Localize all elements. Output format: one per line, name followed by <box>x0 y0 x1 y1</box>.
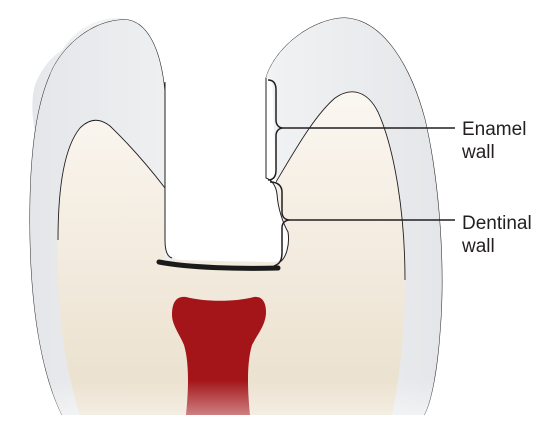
dentinal-wall-label-line2: wall <box>462 235 532 258</box>
enamel-wall-label: Enamel wall <box>462 118 526 164</box>
dentinal-wall-label: Dentinal wall <box>462 212 532 258</box>
dentinal-wall-label-line1: Dentinal <box>462 212 532 235</box>
enamel-wall-label-line1: Enamel <box>462 118 526 141</box>
enamel-wall-label-line2: wall <box>462 141 526 164</box>
cavity-preparation <box>165 78 288 262</box>
root-fade <box>20 380 460 445</box>
